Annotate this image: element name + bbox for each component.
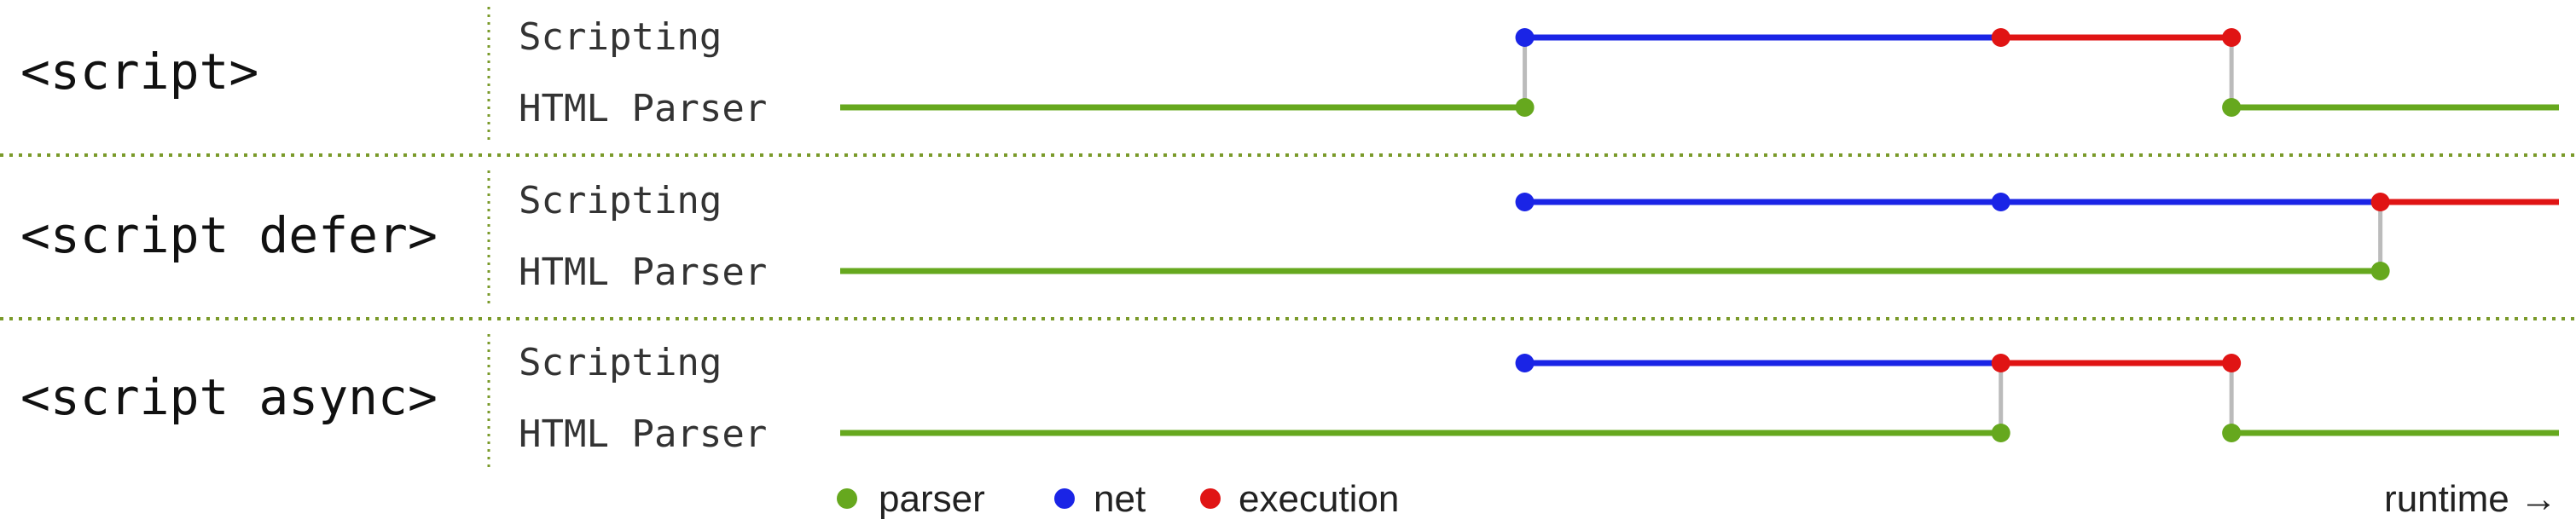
execution-dot: [1991, 354, 2010, 372]
parser-dot: [2222, 424, 2242, 442]
parser-dot: [2370, 262, 2390, 280]
lane-label-parser: HTML Parser: [519, 251, 767, 294]
lane-label-scripting: Scripting: [519, 179, 722, 222]
execution-dot: [1991, 28, 2010, 47]
legend-net-dot: [1054, 488, 1075, 509]
row-label-script: <script>: [20, 43, 258, 101]
timeline-marks: [840, 28, 2559, 442]
legend: parser net execution runtime →: [837, 478, 2557, 520]
execution-dot: [2222, 354, 2242, 372]
net-dot: [1991, 193, 2010, 211]
net-dot: [1515, 28, 1535, 47]
legend-net-label: net: [1094, 478, 1146, 520]
legend-parser-label: parser: [879, 478, 985, 520]
legend-execution-label: execution: [1239, 478, 1399, 520]
parser-dot: [2222, 98, 2242, 117]
legend-execution-dot: [1200, 488, 1221, 509]
execution-dot: [2222, 28, 2242, 47]
parser-dot: [1991, 424, 2010, 442]
lane-label-scripting: Scripting: [519, 15, 722, 59]
net-dot: [1515, 193, 1535, 211]
lane-label-parser: HTML Parser: [519, 87, 767, 130]
execution-dot: [2370, 193, 2390, 211]
row-label-script-defer: <script defer>: [20, 206, 438, 264]
parser-dot: [1515, 98, 1535, 117]
net-dot: [1515, 354, 1535, 372]
runtime-axis-label: runtime →: [2384, 478, 2557, 520]
row-separators: [0, 153, 2576, 320]
lane-label-parser: HTML Parser: [519, 412, 767, 456]
lane-label-scripting: Scripting: [519, 341, 722, 384]
legend-parser-dot: [837, 488, 857, 509]
row-label-script-async: <script async>: [20, 368, 438, 426]
